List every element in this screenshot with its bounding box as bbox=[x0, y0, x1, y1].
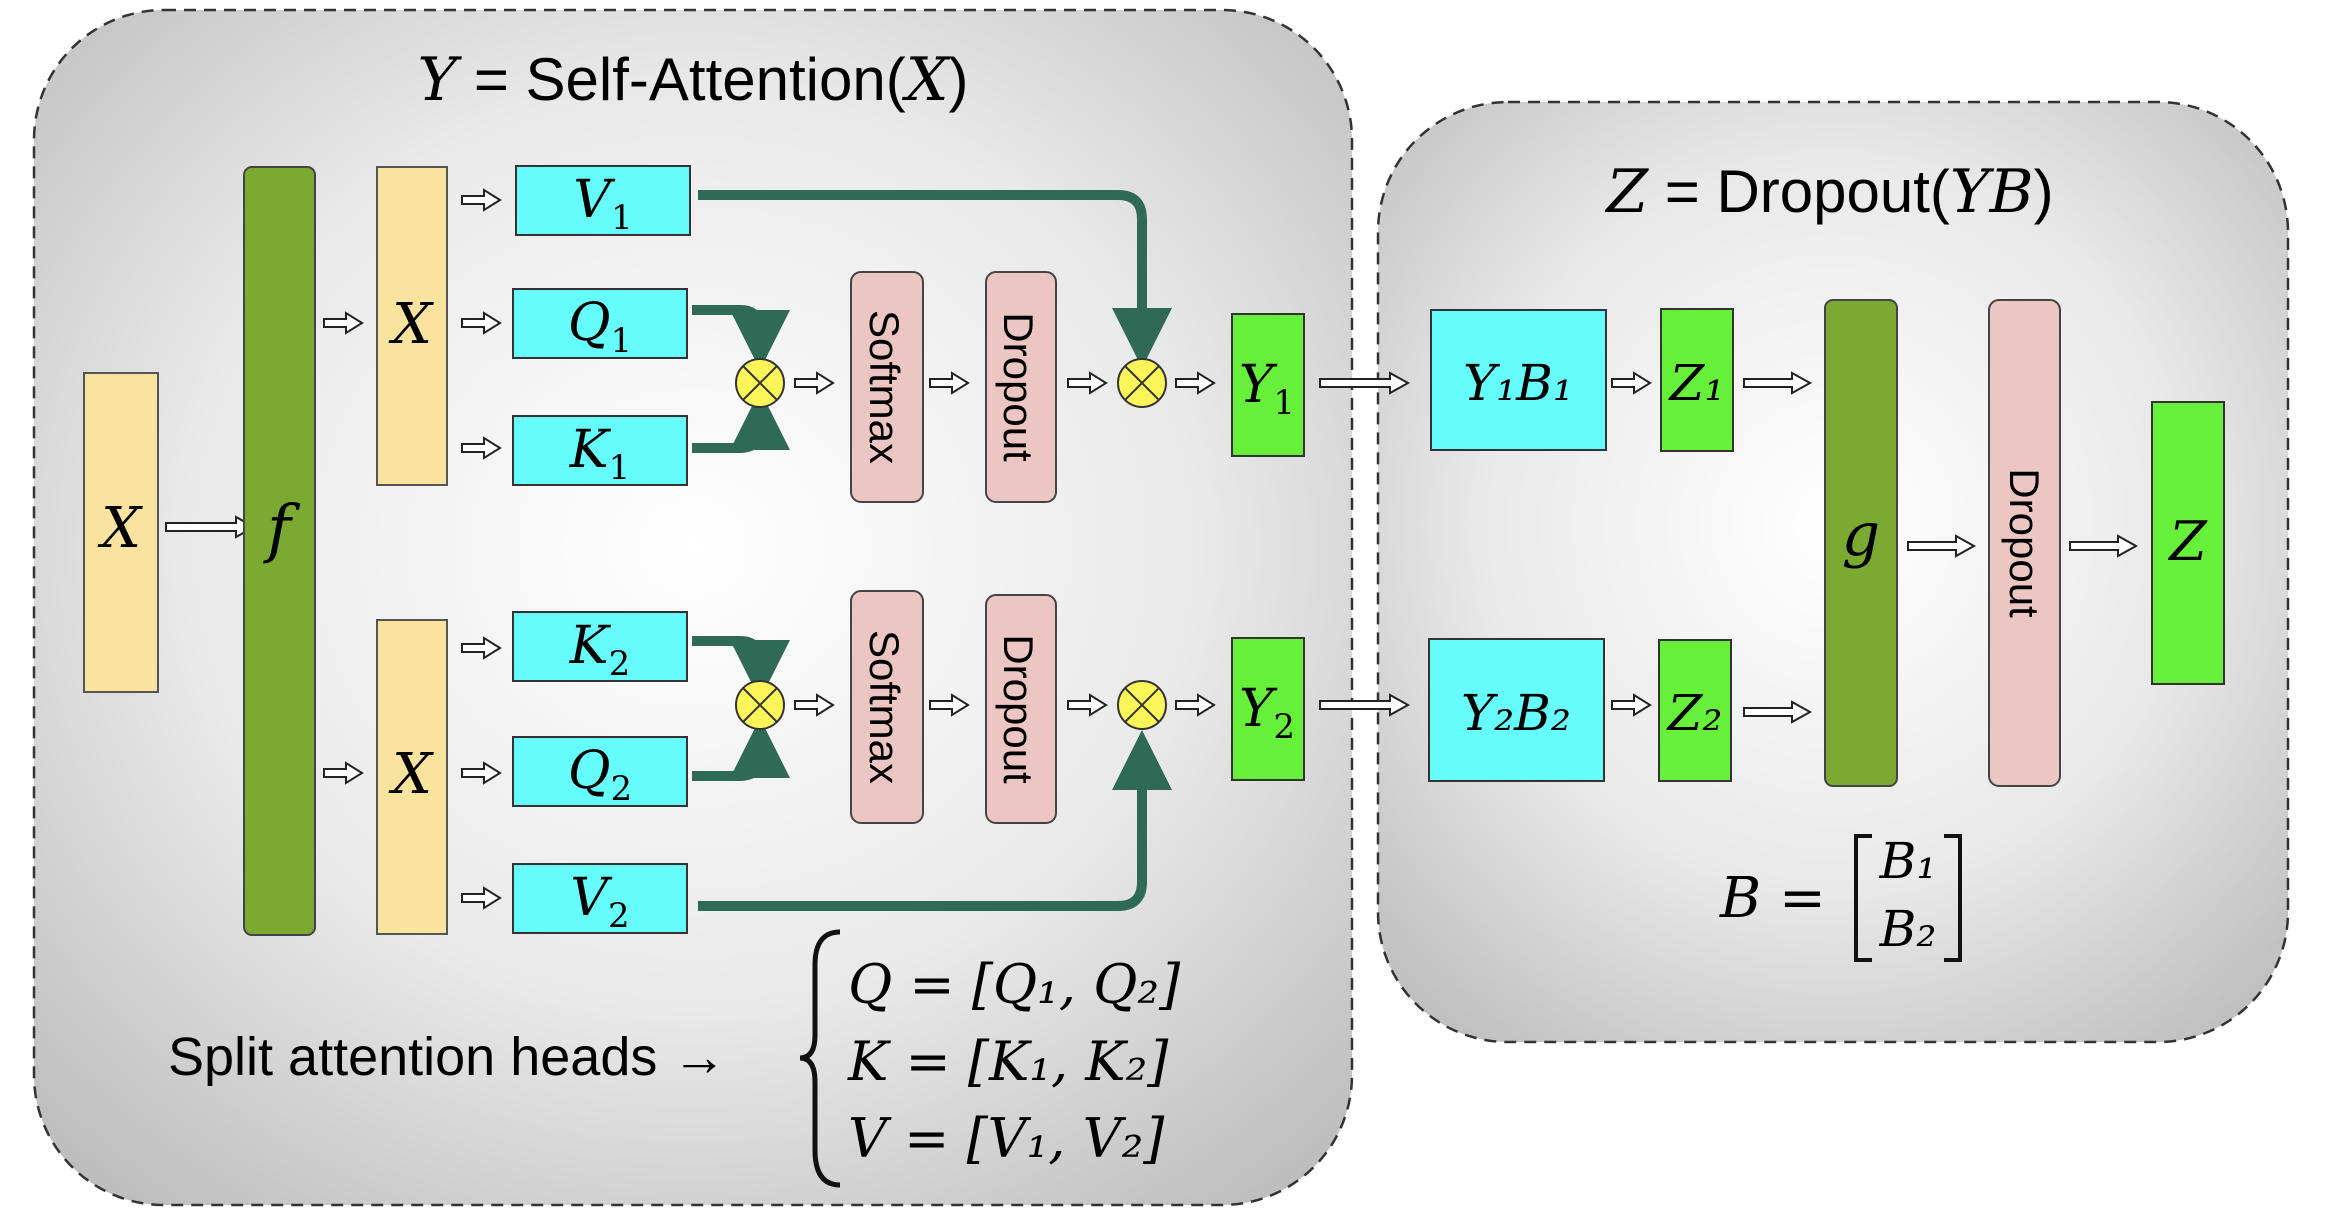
f-block: f bbox=[243, 166, 316, 936]
dropout1-box: Dropout bbox=[985, 271, 1057, 503]
y1-box: Y1 bbox=[1231, 313, 1305, 457]
svg-text:g: g bbox=[1842, 500, 1880, 570]
svg-text:Y₁B₁: Y₁B₁ bbox=[1463, 354, 1573, 412]
self-attention-panel: Y = Self-Attention(X) X f X X bbox=[32, 8, 1354, 1207]
dropout2-box: Dropout bbox=[985, 594, 1057, 824]
svg-text:Z₂: Z₂ bbox=[1666, 684, 1723, 742]
split-brace bbox=[799, 929, 841, 1188]
split-attention-label: Split attention heads → bbox=[168, 1027, 726, 1087]
b2-entry: B₂ bbox=[1879, 900, 1937, 958]
av2-multiply-icon bbox=[1117, 680, 1167, 730]
k1-box: K1 bbox=[512, 415, 688, 488]
svg-text:Y₂B₂: Y₂B₂ bbox=[1461, 684, 1571, 742]
svg-text:Q2: Q2 bbox=[568, 741, 632, 809]
svg-text:K1: K1 bbox=[569, 420, 631, 488]
head1-x-box: X bbox=[376, 166, 448, 486]
g-block: g bbox=[1824, 299, 1898, 787]
z2-box: Z₂ bbox=[1658, 639, 1732, 782]
svg-text:Y1: Y1 bbox=[1239, 355, 1295, 423]
k2-box: K2 bbox=[512, 611, 688, 684]
eq-q: Q = [Q₁, Q₂] bbox=[848, 953, 1181, 1016]
svg-text:V1: V1 bbox=[573, 170, 632, 238]
svg-text:Z: Z bbox=[2167, 510, 2208, 573]
svg-text:Z₁: Z₁ bbox=[1668, 354, 1725, 412]
svg-text:Y2: Y2 bbox=[1239, 679, 1295, 747]
svg-text:Softmax: Softmax bbox=[861, 630, 908, 784]
b-equation-label: B = bbox=[1719, 866, 1826, 931]
head2-teal-arrows bbox=[692, 636, 1172, 911]
self-attention-title: Y = Self-Attention(X) bbox=[418, 45, 969, 115]
svg-text:Dropout: Dropout bbox=[995, 634, 1042, 784]
y2-box: Y2 bbox=[1231, 637, 1305, 781]
qk1-multiply-icon bbox=[735, 358, 785, 408]
svg-text:Q1: Q1 bbox=[568, 293, 632, 361]
y2b2-box: Y₂B₂ bbox=[1428, 638, 1605, 782]
z-output-box: Z bbox=[2151, 401, 2225, 685]
final-dropout-box: Dropout bbox=[1988, 299, 2061, 787]
eq-k: K = [K₁, K₂] bbox=[847, 1030, 1169, 1093]
softmax1-box: Softmax bbox=[850, 271, 924, 503]
b1-entry: B₁ bbox=[1879, 832, 1937, 890]
qk2-multiply-icon bbox=[735, 680, 785, 730]
b-right-bracket bbox=[1944, 834, 1962, 962]
dropout-title: Z = Dropout(YB) bbox=[1604, 157, 2053, 227]
y1b1-box: Y₁B₁ bbox=[1430, 309, 1607, 451]
dropout-panel: Z = Dropout(YB) Y₁B₁ Y₂B₂ Z₁ Z₂ bbox=[1319, 100, 2290, 1044]
svg-text:Dropout: Dropout bbox=[2001, 468, 2048, 618]
head1-teal-arrows bbox=[692, 190, 1172, 453]
svg-text:Dropout: Dropout bbox=[995, 312, 1042, 462]
svg-text:K2: K2 bbox=[569, 616, 631, 684]
v1-box: V1 bbox=[515, 165, 691, 238]
z1-box: Z₁ bbox=[1660, 308, 1734, 452]
svg-text:X: X bbox=[97, 496, 143, 561]
b-left-bracket bbox=[1854, 834, 1872, 962]
softmax2-box: Softmax bbox=[850, 590, 924, 824]
av1-multiply-icon bbox=[1117, 358, 1167, 408]
svg-text:V2: V2 bbox=[570, 868, 629, 936]
svg-text:X: X bbox=[388, 292, 434, 357]
q2-box: Q2 bbox=[512, 736, 688, 809]
v2-box: V2 bbox=[512, 863, 688, 936]
q1-box: Q1 bbox=[512, 288, 688, 361]
svg-text:X: X bbox=[388, 742, 434, 807]
input-x-box: X bbox=[83, 372, 159, 693]
eq-v: V = [V₁, V₂] bbox=[848, 1107, 1165, 1170]
svg-text:Softmax: Softmax bbox=[861, 310, 908, 464]
head2-x-box: X bbox=[376, 619, 448, 935]
